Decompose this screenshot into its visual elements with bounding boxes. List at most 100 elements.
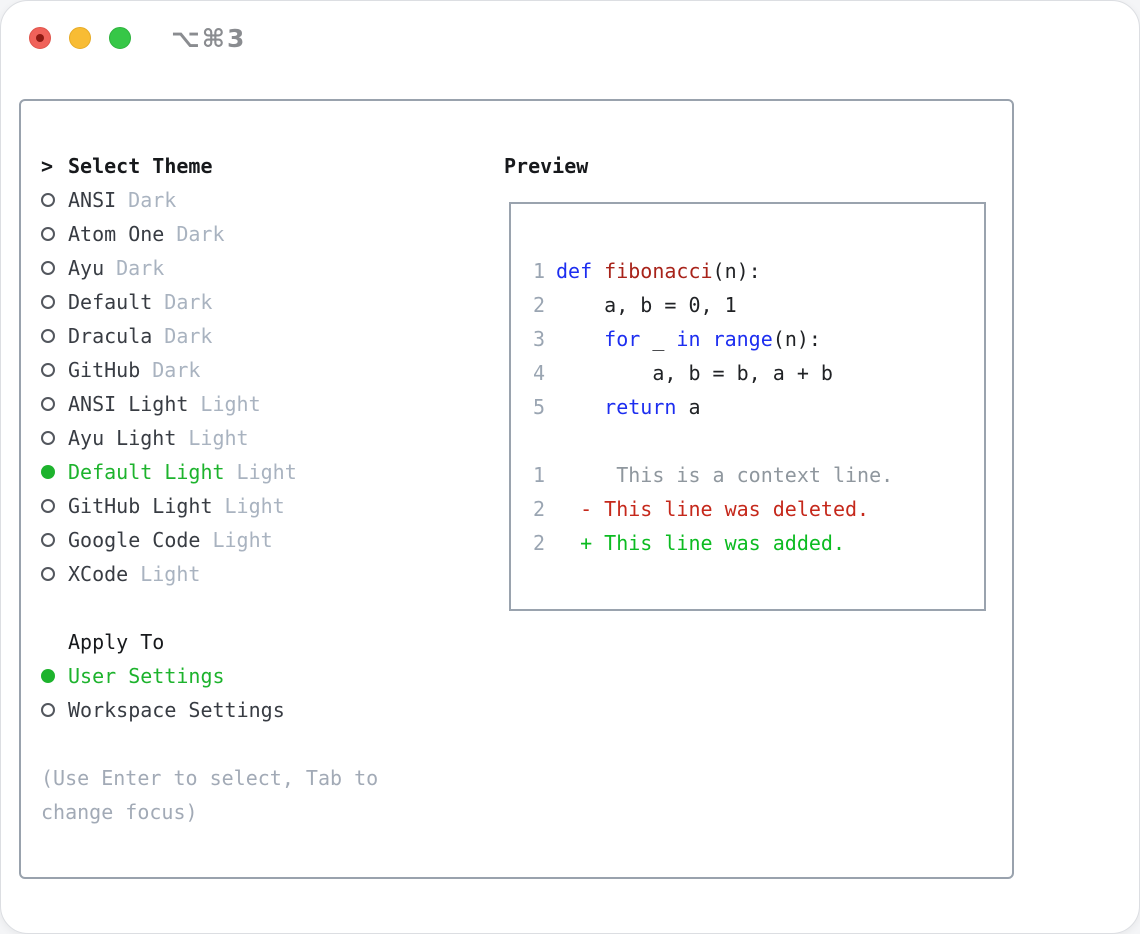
theme-variant-label: Light xyxy=(140,562,201,586)
code-token: def xyxy=(556,259,593,283)
apply-option-list: User Settings Workspace Settings xyxy=(41,659,481,727)
help-text: (Use Enter to select, Tab to change focu… xyxy=(41,766,379,824)
radio-icon xyxy=(41,431,55,445)
preview-line: 4 a, b = b, a + b xyxy=(531,356,893,390)
minimize-button[interactable] xyxy=(69,27,91,49)
theme-name-label: ANSI Light xyxy=(68,392,189,416)
apply-to-header: Apply To xyxy=(41,625,481,659)
apply-option[interactable]: User Settings xyxy=(41,659,481,693)
theme-variant-label: Light xyxy=(224,494,285,518)
close-button[interactable] xyxy=(29,27,51,49)
apply-option[interactable]: Workspace Settings xyxy=(41,693,481,727)
code-token: return xyxy=(604,395,677,419)
theme-option[interactable]: GitHub Light Light xyxy=(41,489,481,523)
theme-option[interactable]: XCode Light xyxy=(41,557,481,591)
preview-line: 5 return a xyxy=(531,390,893,424)
code-text: + This line was added. xyxy=(556,526,845,560)
code-token: + This line was added. xyxy=(556,531,845,555)
theme-picker-title: Select Theme xyxy=(68,154,213,178)
titlebar: ⌥⌘3 xyxy=(1,1,1139,75)
code-token: (n): xyxy=(712,259,761,283)
code-text: This is a context line. xyxy=(556,458,893,492)
preview-panel: 1 def fibonacci(n): 2 a, b = 0, 1 3 for … xyxy=(509,202,986,611)
theme-option[interactable]: Default Light Light xyxy=(41,455,481,489)
theme-option[interactable]: Google Code Light xyxy=(41,523,481,557)
radio-icon xyxy=(41,703,55,717)
theme-variant-label: Dark xyxy=(164,324,213,348)
preview-line: 1 This is a context line. xyxy=(531,458,893,492)
code-token xyxy=(592,259,604,283)
spacer xyxy=(41,727,481,761)
line-number: 4 xyxy=(532,361,545,385)
apply-option-label: User Settings xyxy=(68,664,225,688)
code-token: This is a context line. xyxy=(556,463,894,487)
radio-icon xyxy=(41,193,55,207)
radio-icon xyxy=(41,669,55,683)
theme-name-label: ANSI xyxy=(68,188,117,212)
theme-variant-label: Light xyxy=(188,426,249,450)
line-number: 3 xyxy=(532,327,545,351)
code-text: a, b = 0, 1 xyxy=(556,288,737,322)
radio-icon xyxy=(41,363,55,377)
code-text: for _ in range(n): xyxy=(556,322,821,356)
theme-option[interactable]: ANSI Light Light xyxy=(41,387,481,421)
theme-name-label: Atom One xyxy=(68,222,165,246)
apply-option-label: Workspace Settings xyxy=(68,698,285,722)
preview-line: 2 a, b = 0, 1 xyxy=(531,288,893,322)
code-token: a xyxy=(676,395,701,419)
preview-title: Preview xyxy=(504,154,589,178)
theme-name-label: Dracula xyxy=(68,324,153,348)
code-token xyxy=(701,327,713,351)
preview-line: 3 for _ in range(n): xyxy=(531,322,893,356)
theme-option[interactable]: GitHub Dark xyxy=(41,353,481,387)
theme-variant-label: Dark xyxy=(152,358,201,382)
line-number: 1 xyxy=(532,463,545,487)
code-token: a, b = b, a + b xyxy=(556,361,833,385)
theme-picker-section: > Select Theme ANSI Dark Atom One Dark A… xyxy=(41,149,481,829)
preview-line: 1 def fibonacci(n): xyxy=(531,254,893,288)
code-token: - This line was deleted. xyxy=(556,497,870,521)
code-token: (n): xyxy=(772,327,821,351)
theme-name-label: Default Light xyxy=(68,460,225,484)
theme-variant-label: Dark xyxy=(128,188,177,212)
code-text: - This line was deleted. xyxy=(556,492,869,526)
theme-variant-label: Dark xyxy=(116,256,165,280)
code-token: range xyxy=(712,327,773,351)
radio-icon xyxy=(41,465,55,479)
window-shortcut-label: ⌥⌘3 xyxy=(171,23,247,53)
line-number: 2 xyxy=(532,497,545,521)
radio-icon xyxy=(41,499,55,513)
theme-option[interactable]: Ayu Dark xyxy=(41,251,481,285)
theme-option[interactable]: Default Dark xyxy=(41,285,481,319)
theme-name-label: Google Code xyxy=(68,528,201,552)
theme-picker-header: > Select Theme xyxy=(41,149,481,183)
radio-icon xyxy=(41,261,55,275)
theme-variant-label: Dark xyxy=(176,222,225,246)
theme-option-list: ANSI Dark Atom One Dark Ayu Dark Default… xyxy=(41,183,481,591)
code-token: _ xyxy=(640,327,677,351)
code-token: a, b = 0, 1 xyxy=(556,293,737,317)
line-number: 5 xyxy=(532,395,545,419)
code-token xyxy=(556,395,604,419)
theme-option[interactable]: Dracula Dark xyxy=(41,319,481,353)
code-text: def fibonacci(n): xyxy=(556,254,761,288)
spacer xyxy=(41,591,481,625)
code-token: for xyxy=(604,327,641,351)
theme-variant-label: Light xyxy=(236,460,297,484)
code-token: in xyxy=(676,327,701,351)
theme-name-label: GitHub Light xyxy=(68,494,213,518)
radio-icon xyxy=(41,329,55,343)
theme-name-label: Default xyxy=(68,290,153,314)
preview-line: 2 - This line was deleted. xyxy=(531,492,893,526)
theme-option[interactable]: Atom One Dark xyxy=(41,217,481,251)
theme-option[interactable]: Ayu Light Light xyxy=(41,421,481,455)
settings-panel: > Select Theme ANSI Dark Atom One Dark A… xyxy=(19,99,1014,879)
theme-option[interactable]: ANSI Dark xyxy=(41,183,481,217)
line-number: 2 xyxy=(532,531,545,555)
zoom-button[interactable] xyxy=(109,27,131,49)
theme-name-label: Ayu xyxy=(68,256,105,280)
preview-line: 2 + This line was added. xyxy=(531,526,893,560)
selection-prompt-icon: > xyxy=(41,154,54,178)
theme-name-label: GitHub xyxy=(68,358,141,382)
